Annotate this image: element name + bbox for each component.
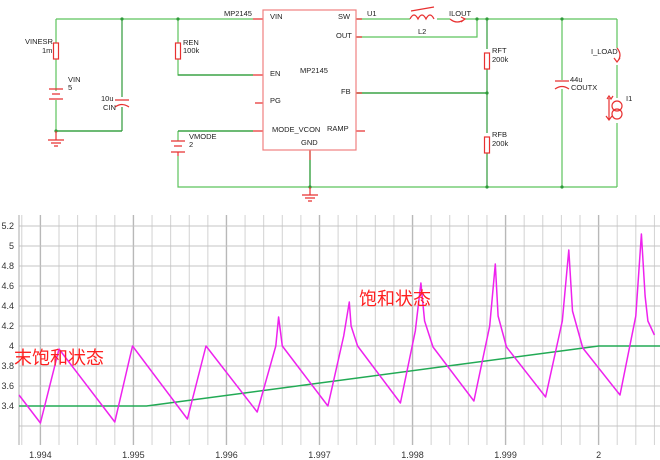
annotation-unsaturated: 末饱和状态	[14, 348, 104, 369]
pin-ramp-label: RAMP	[327, 124, 349, 133]
i1-name: I1	[626, 94, 632, 103]
ground-icon	[48, 131, 64, 147]
vinesr-value: 1m	[42, 46, 52, 55]
y-tick-label: 4	[9, 341, 14, 351]
wire-feedback	[356, 19, 488, 187]
vinesr-name: VINESR	[25, 37, 54, 46]
grid	[18, 215, 660, 445]
x-tick-label: 1.994	[29, 450, 52, 460]
cin-name: CIN	[103, 103, 116, 112]
pin-fb-label: FB	[341, 87, 351, 96]
current-source-i1	[611, 100, 623, 112]
vmode-name: VMODE	[189, 132, 217, 141]
annotation-saturated: 饱和状态	[359, 289, 431, 310]
ren-name: REN	[183, 38, 199, 47]
pin-lines	[253, 18, 365, 160]
pin-out-label: OUT	[336, 31, 352, 40]
ilout-name: ILOUT	[449, 9, 472, 18]
resistor-vinesr	[52, 42, 60, 60]
ground-icon	[302, 187, 318, 202]
y-tick-label: 3.4	[1, 401, 14, 411]
capacitor-coutx	[554, 80, 570, 90]
vmode-value: 2	[189, 140, 193, 149]
chip-name-label: MP2145	[300, 66, 328, 75]
waveform-chart: 1.994 1.995 1.996 1.997 1.998 1.999 2 3.4 3.6 3.8…	[1, 215, 660, 460]
y-tick-label: 3.8	[1, 361, 14, 371]
chip-ref-label: U1	[367, 9, 377, 18]
capacitor-cin	[114, 99, 130, 108]
x-tick-label: 2	[596, 450, 601, 460]
rfb-name: RFB	[492, 130, 507, 139]
y-tick-label: 5.2	[1, 221, 14, 231]
inductor-l2	[409, 6, 435, 21]
series-group	[18, 233, 660, 424]
resistor-ren	[174, 42, 182, 60]
pin-pg-label: PG	[270, 96, 281, 105]
y-tick-label: 4.6	[1, 281, 14, 291]
pin-sw-label: SW	[338, 12, 351, 21]
series-line-inductor-current	[18, 233, 656, 424]
y-tick-label: 4.4	[1, 301, 14, 311]
y-tick-label: 5	[9, 241, 14, 251]
x-tick-label: 1.997	[308, 450, 331, 460]
pin-gnd-label: GND	[301, 138, 318, 147]
l2-name: L2	[418, 27, 426, 36]
pin-en-label: EN	[270, 69, 280, 78]
resistor-rfb	[483, 136, 491, 154]
circuit-schematic: MP2145 VIN EN MP2145 PG MODE_VCON GND SW…	[25, 6, 632, 202]
rft-name: RFT	[492, 46, 507, 55]
coutx-name: COUTX	[571, 83, 597, 92]
axis-ticks: 1.994 1.995 1.996 1.997 1.998 1.999 2 3.4 3.6 3.8…	[1, 221, 601, 460]
iload-name: I_LOAD	[591, 47, 618, 56]
rft-value: 200k	[492, 55, 509, 64]
x-tick-label: 1.999	[494, 450, 517, 460]
y-tick-label: 3.6	[1, 381, 14, 391]
ren-value: 100k	[183, 46, 200, 55]
battery-vmode	[171, 140, 185, 156]
resistor-rft	[483, 52, 491, 70]
coutx-value: 44u	[570, 75, 583, 84]
current-probe-ilout	[449, 16, 467, 23]
rfb-value: 200k	[492, 139, 509, 148]
chip-top-label: MP2145	[224, 9, 252, 18]
current-probe-iload	[613, 47, 621, 63]
vin-value: 5	[68, 83, 72, 92]
y-tick-label: 4.2	[1, 321, 14, 331]
chip-mp2145	[262, 9, 357, 151]
x-tick-label: 1.995	[122, 450, 145, 460]
battery-vin	[49, 88, 63, 100]
pin-vin-label: VIN	[270, 12, 283, 21]
vin-name: VIN	[68, 75, 81, 84]
x-tick-label: 1.998	[401, 450, 424, 460]
wire-cin	[56, 19, 311, 187]
wire-vin-top	[55, 18, 617, 188]
arrow-icon	[605, 94, 614, 121]
cin-value: 10u	[101, 94, 114, 103]
x-tick-label: 1.996	[215, 450, 238, 460]
y-tick-label: 4.8	[1, 261, 14, 271]
pin-mode-label: MODE_VCON	[272, 125, 320, 134]
